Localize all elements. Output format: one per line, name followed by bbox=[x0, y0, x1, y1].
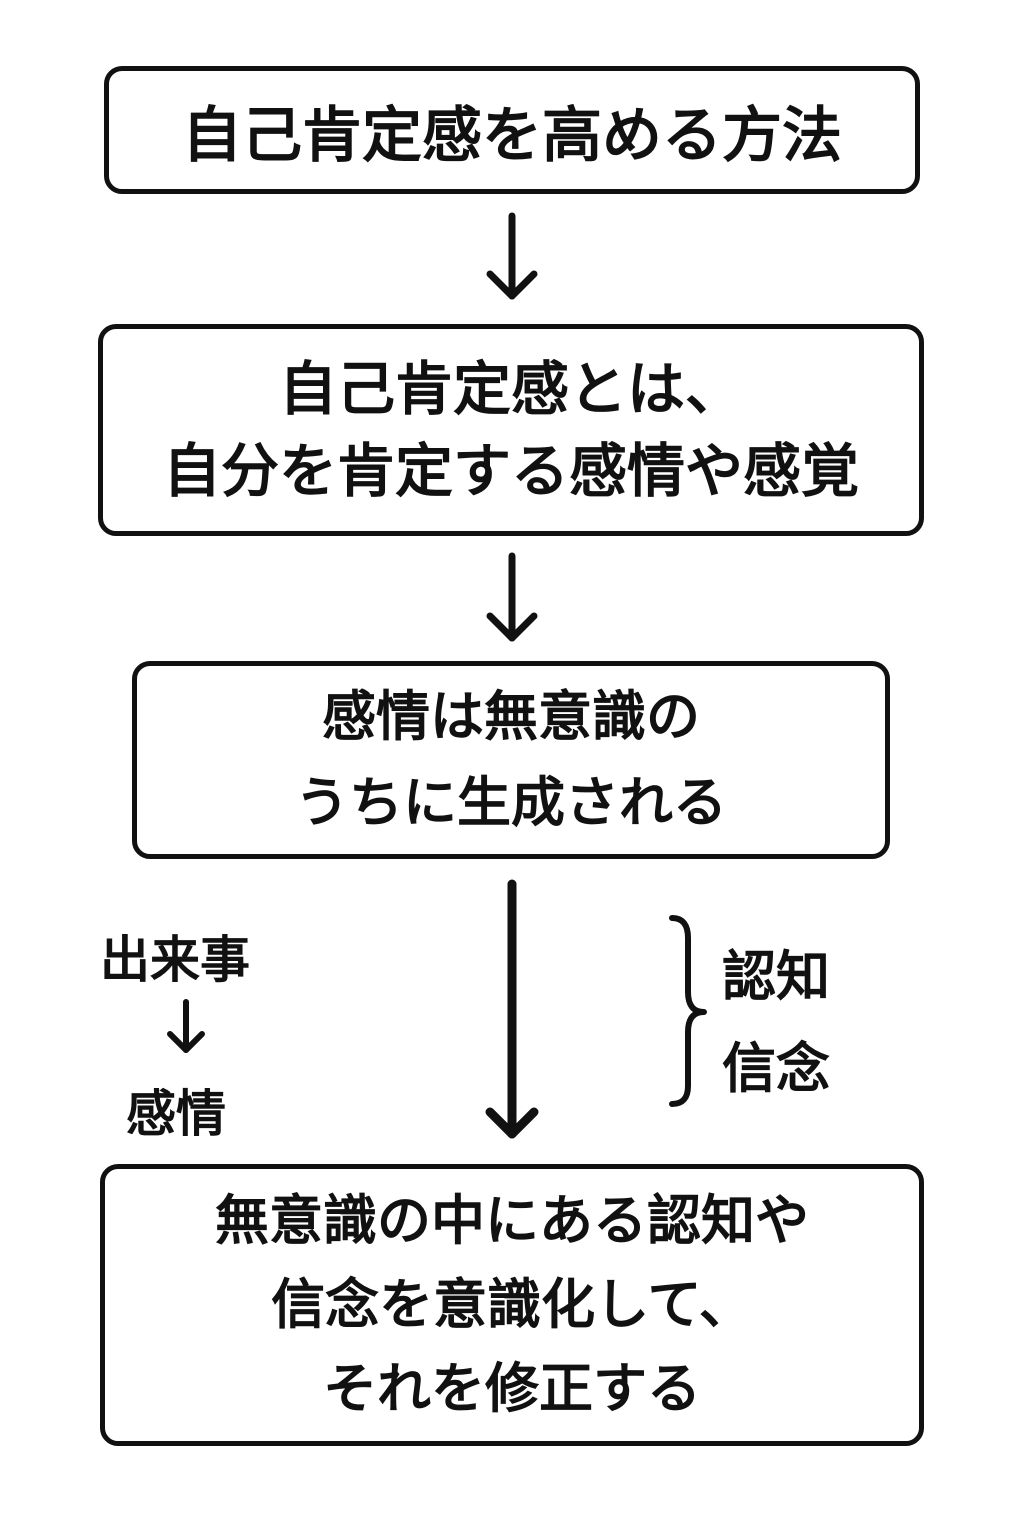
conclusion-line-1: 無意識の中にある認知や bbox=[215, 1189, 809, 1252]
cognition-label: 認知 bbox=[722, 945, 830, 1008]
conclusion-line-2: 信念を意識化して、 bbox=[271, 1273, 753, 1336]
belief-label: 信念 bbox=[722, 1037, 830, 1100]
conclusion-line-3: それを修正する bbox=[323, 1357, 701, 1420]
title-box: 自己肯定感を高める方法 bbox=[104, 66, 920, 194]
emotion-label: 感情 bbox=[126, 1085, 226, 1143]
definition-line-2: 自分を肯定する感情や感覚 bbox=[162, 437, 859, 505]
conclusion-box: 無意識の中にある認知や 信念を意識化して、 それを修正する bbox=[100, 1164, 924, 1446]
emotion-line-1: 感情は無意識の bbox=[322, 685, 700, 748]
long-arrow-down-icon bbox=[485, 879, 539, 1139]
curly-brace-icon bbox=[669, 915, 707, 1107]
arrow-down-icon bbox=[486, 552, 538, 642]
emotion-box: 感情は無意識の うちに生成される bbox=[132, 661, 890, 859]
event-label: 出来事 bbox=[100, 931, 250, 989]
definition-line-1: 自己肯定感とは、 bbox=[278, 355, 743, 423]
arrow-down-icon bbox=[486, 212, 538, 300]
emotion-line-2: うちに生成される bbox=[295, 771, 727, 834]
title-text: 自己肯定感を高める方法 bbox=[182, 100, 842, 171]
small-arrow-down-icon bbox=[167, 999, 205, 1053]
definition-box: 自己肯定感とは、 自分を肯定する感情や感覚 bbox=[98, 324, 924, 536]
